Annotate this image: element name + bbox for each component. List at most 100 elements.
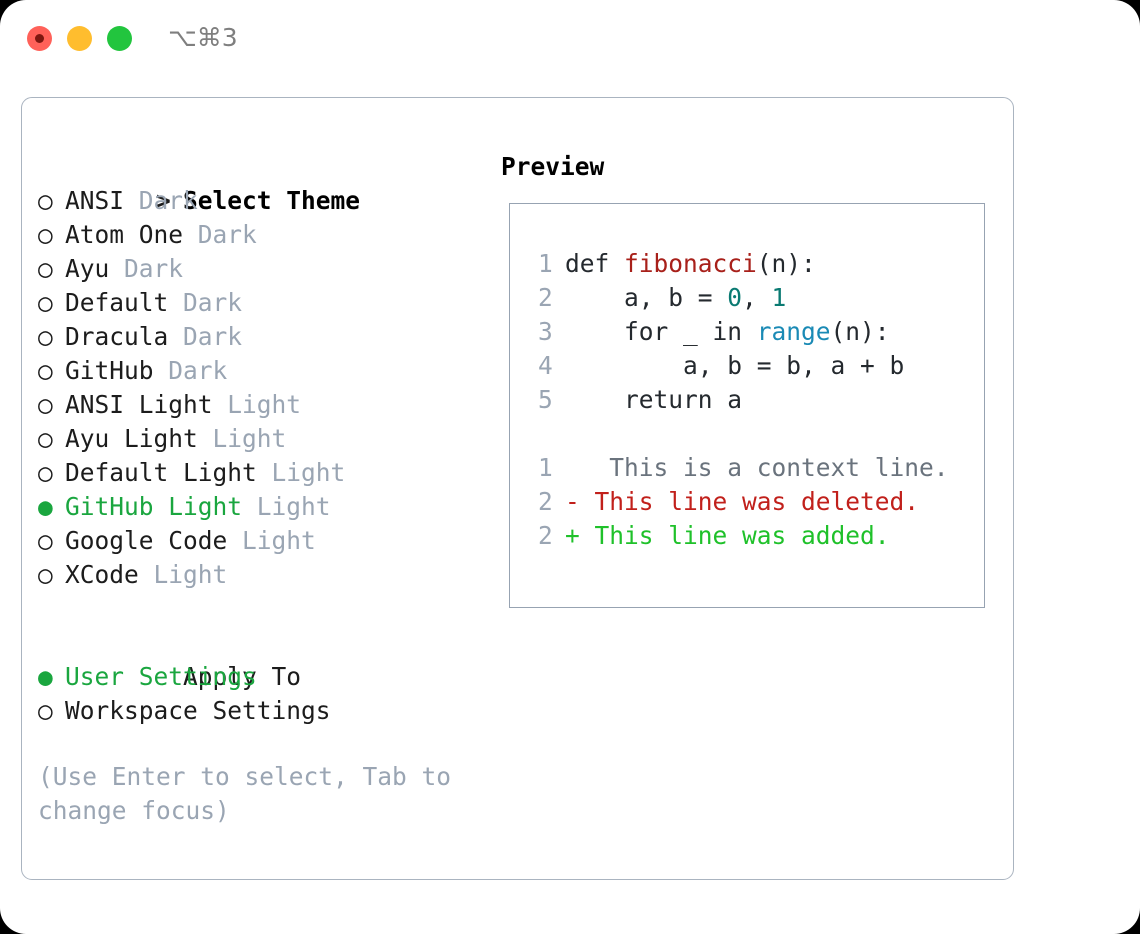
maximize-button[interactable] bbox=[107, 26, 132, 51]
theme-variant-label: Dark bbox=[168, 322, 243, 351]
code-line: 4 a, b = b, a + b bbox=[538, 349, 949, 383]
minimize-button[interactable] bbox=[67, 26, 92, 51]
diff-text: This is a context line. bbox=[579, 453, 949, 482]
theme-list-item[interactable]: ○Default Dark bbox=[38, 286, 478, 320]
code-token: (n): bbox=[830, 317, 890, 346]
radio-unselected-icon[interactable]: ○ bbox=[38, 424, 53, 453]
theme-name: Ayu bbox=[65, 254, 110, 283]
code-token: a, b = bbox=[565, 283, 728, 312]
diff-sign: + bbox=[565, 521, 580, 550]
apply-to-label: Workspace Settings bbox=[65, 696, 331, 725]
theme-variant-label: Light bbox=[256, 458, 346, 487]
theme-variant-label: Light bbox=[197, 424, 287, 453]
code-line-number: 2 bbox=[538, 283, 553, 312]
code-token-number: 1 bbox=[771, 283, 787, 312]
apply-to-label: User Settings bbox=[65, 662, 257, 691]
select-theme-heading: > Select Theme bbox=[38, 150, 478, 215]
code-gap bbox=[538, 417, 949, 451]
select-theme-heading-label: Select Theme bbox=[183, 186, 361, 215]
code-token-function: fibonacci bbox=[624, 249, 757, 278]
radio-unselected-icon[interactable]: ○ bbox=[38, 186, 53, 215]
theme-variant-label: Light bbox=[138, 560, 228, 589]
prompt-caret-icon: > bbox=[156, 186, 171, 215]
code-token: , bbox=[742, 283, 772, 312]
theme-name: Default bbox=[65, 288, 169, 317]
theme-list-item[interactable]: ○ ANSI Light Light bbox=[38, 388, 478, 422]
theme-variant-label: Light bbox=[242, 492, 331, 521]
theme-variant-label: Dark bbox=[109, 254, 184, 283]
close-button[interactable] bbox=[27, 26, 52, 51]
theme-list-item[interactable]: ○ ANSI Dark bbox=[38, 184, 478, 218]
diff-line-number: 2 bbox=[538, 521, 553, 550]
code-line: 2 a, b = 0, 1 bbox=[538, 281, 949, 315]
theme-list-item[interactable]: ○Default Light Light bbox=[38, 456, 478, 490]
theme-selection-column: >Select Theme ○ANSI Dark○Atom One Dark○A… bbox=[38, 150, 478, 728]
theme-name: GitHub bbox=[65, 356, 154, 385]
apply-to-list: ● User Settings ○ Workspace Settings bbox=[38, 660, 478, 728]
radio-selected-icon[interactable]: ● bbox=[38, 492, 53, 521]
window-title-shortcut: ⌥⌘3 bbox=[168, 23, 238, 52]
diff-text: This line was added. bbox=[579, 521, 890, 550]
code-line-number: 4 bbox=[538, 351, 553, 380]
apply-to-heading-label: Apply To bbox=[183, 662, 302, 691]
radio-unselected-icon[interactable]: ○ bbox=[38, 220, 53, 249]
theme-list-item[interactable]: ○ XCode Light bbox=[38, 558, 478, 592]
radio-unselected-icon[interactable]: ○ bbox=[38, 356, 53, 385]
radio-unselected-icon[interactable]: ○ bbox=[38, 696, 53, 725]
radio-unselected-icon[interactable]: ○ bbox=[38, 254, 53, 283]
radio-selected-icon[interactable]: ● bbox=[38, 662, 53, 691]
theme-name: ANSI bbox=[65, 186, 125, 215]
code-token-builtin: range bbox=[756, 317, 831, 346]
theme-name: Google Code bbox=[65, 526, 228, 555]
preview-title: Preview bbox=[501, 152, 605, 181]
theme-variant-label: Light bbox=[212, 390, 302, 419]
code-line-number: 1 bbox=[538, 249, 553, 278]
code-line: 1 def fibonacci(n): bbox=[538, 247, 949, 281]
code-token: return a bbox=[565, 385, 743, 414]
title-bar: ⌥⌘3 bbox=[0, 0, 1140, 78]
theme-name: XCode bbox=[65, 560, 139, 589]
diff-line: 1 This is a context line. bbox=[538, 451, 949, 485]
radio-unselected-icon[interactable]: ○ bbox=[38, 322, 53, 351]
diff-text: This line was deleted. bbox=[579, 487, 920, 516]
theme-list-item[interactable]: ○Dracula Dark bbox=[38, 320, 478, 354]
theme-name: GitHub Light bbox=[65, 492, 243, 521]
theme-name: Atom One bbox=[65, 220, 184, 249]
radio-unselected-icon[interactable]: ○ bbox=[38, 526, 53, 555]
keyboard-hint: (Use Enter to select, Tab to change focu… bbox=[38, 762, 452, 825]
theme-variant-label: Light bbox=[227, 526, 316, 555]
code-token: (n): bbox=[756, 249, 816, 278]
code-token: for _ in bbox=[565, 317, 757, 346]
code-line-number: 3 bbox=[538, 317, 553, 346]
radio-unselected-icon[interactable]: ○ bbox=[38, 288, 53, 317]
diff-sign: - bbox=[565, 487, 580, 516]
theme-variant-label: Dark bbox=[124, 186, 198, 215]
main-panel: >Select Theme ○ANSI Dark○Atom One Dark○A… bbox=[21, 97, 1014, 880]
theme-name: ANSI Light bbox=[65, 390, 213, 419]
theme-variant-label: Dark bbox=[183, 220, 257, 249]
radio-unselected-icon[interactable]: ○ bbox=[38, 560, 53, 589]
theme-list-item[interactable]: ○ Ayu Light Light bbox=[38, 422, 478, 456]
theme-list-item[interactable]: ○ Google Code Light bbox=[38, 524, 478, 558]
code-line: 3 for _ in range(n): bbox=[538, 315, 949, 349]
apply-to-item[interactable]: ○ Workspace Settings bbox=[38, 694, 478, 728]
apply-to-heading: ○Apply To bbox=[38, 626, 478, 691]
radio-unselected-icon[interactable]: ○ bbox=[38, 458, 53, 487]
theme-list-item[interactable]: ● GitHub Light Light bbox=[38, 490, 478, 524]
apply-to-item[interactable]: ● User Settings bbox=[38, 660, 478, 694]
diff-line-number: 1 bbox=[538, 453, 553, 482]
theme-list-item[interactable]: ○ Ayu Dark bbox=[38, 252, 478, 286]
theme-list-item[interactable]: ○ Atom One Dark bbox=[38, 218, 478, 252]
diff-line: 2 + This line was added. bbox=[538, 519, 949, 553]
diff-line: 2- This line was deleted. bbox=[538, 485, 949, 519]
code-token: def bbox=[565, 249, 625, 278]
code-line: 5 return a bbox=[538, 383, 949, 417]
theme-list: ○ANSI Dark○Atom One Dark○Ayu Dark○Defaul… bbox=[38, 184, 478, 592]
radio-unselected-icon[interactable]: ○ bbox=[38, 390, 53, 419]
theme-name: Ayu Light bbox=[65, 424, 198, 453]
code-token: a, b = b, a + b bbox=[565, 351, 905, 380]
diff-line-number: 2 bbox=[538, 487, 553, 516]
theme-list-item[interactable]: ○GitHub Dark bbox=[38, 354, 478, 388]
